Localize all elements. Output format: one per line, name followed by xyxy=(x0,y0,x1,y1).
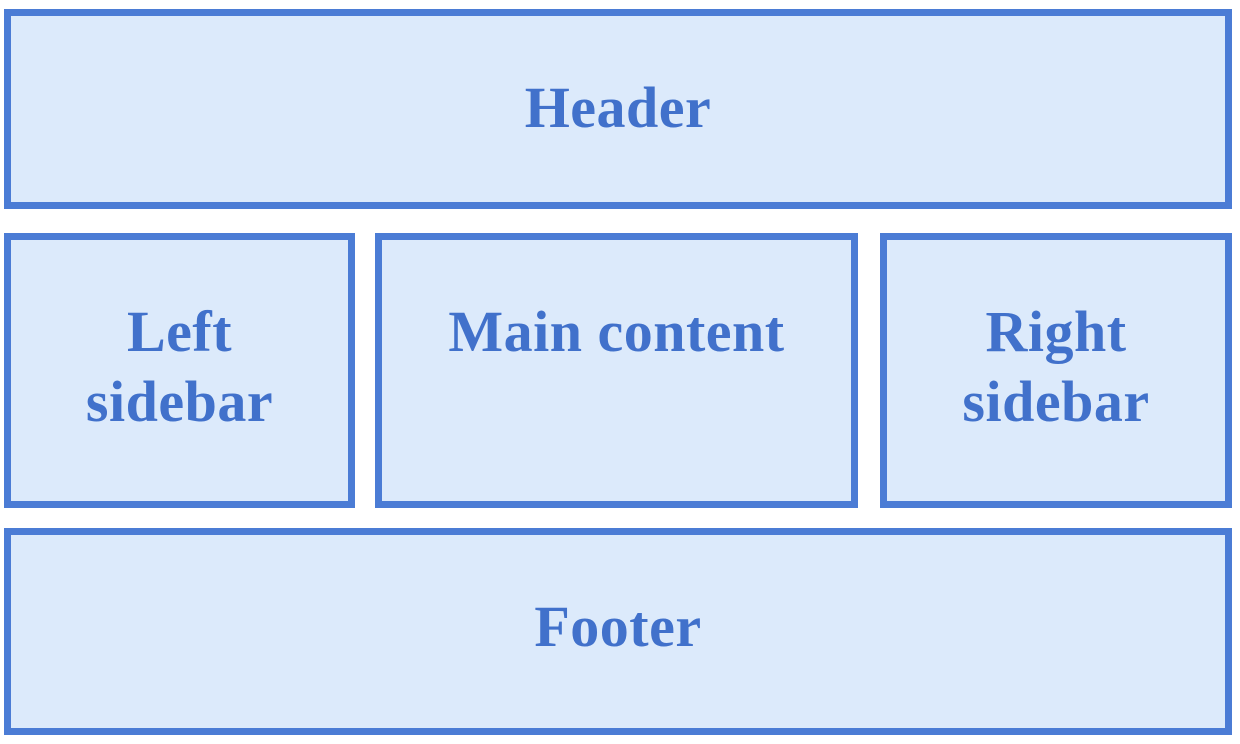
header-label: Header xyxy=(524,75,712,140)
left-sidebar-label: Left sidebar xyxy=(85,299,274,434)
header-box: Header xyxy=(4,9,1232,209)
footer-box: Footer xyxy=(4,528,1232,735)
left-sidebar-box: Left sidebar xyxy=(4,233,355,508)
layout-diagram: Header Left sidebar Main content Right s… xyxy=(4,9,1232,735)
main-content-box: Main content xyxy=(375,233,858,508)
right-sidebar-label: Right sidebar xyxy=(962,299,1150,434)
footer-label: Footer xyxy=(534,594,702,659)
main-content-label: Main content xyxy=(448,299,785,364)
right-sidebar-box: Right sidebar xyxy=(880,233,1232,508)
